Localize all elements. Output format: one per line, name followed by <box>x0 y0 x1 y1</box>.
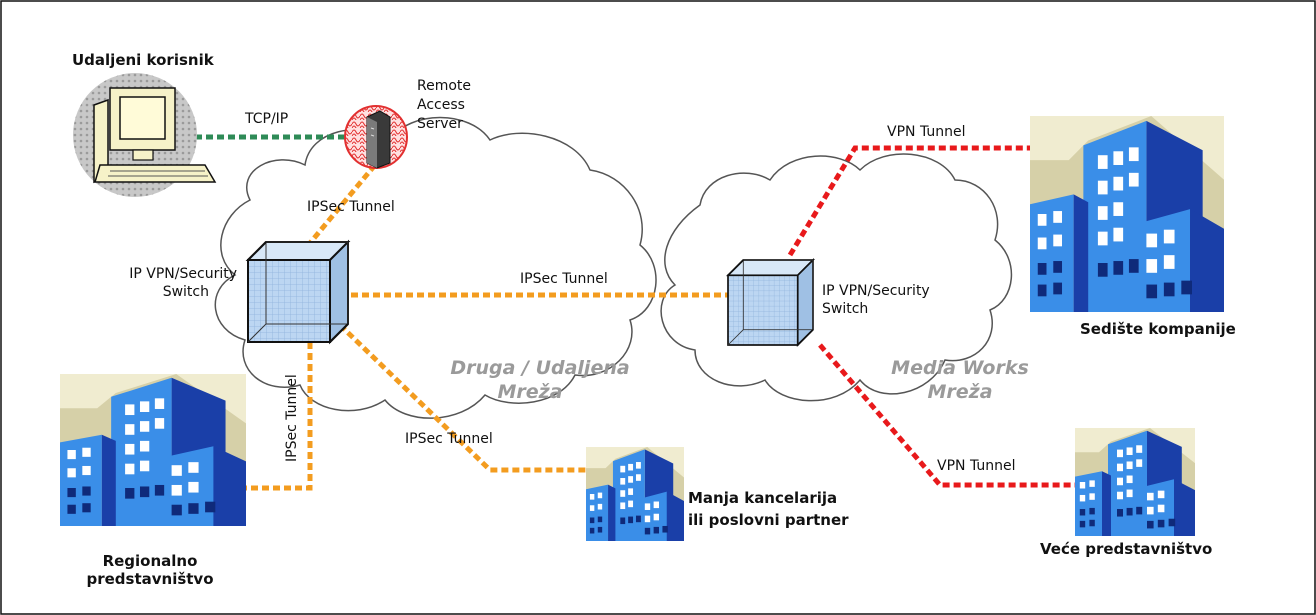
remote-network-label-line-1: Druga / Udaljena <box>450 357 630 379</box>
right-switch-label-line-1: IP VPN/Security <box>822 283 930 299</box>
remote-user-label: Udaljeni korisnik <box>72 51 214 69</box>
regional-office-building-icon <box>60 374 247 526</box>
headquarters-building-icon <box>1030 116 1224 312</box>
tcp-ip-link-label: TCP/IP <box>245 111 289 127</box>
media-works-network-label-line-1: Media Works <box>891 357 1029 379</box>
right-switch-label: IP VPN/Security Switch <box>822 282 930 318</box>
left-switch-icon <box>247 241 349 343</box>
large-office-label: Veće predstavništvo <box>1040 540 1213 558</box>
media-works-network-label-line-2: Mreža <box>927 381 993 403</box>
ipsec-server-switch-label: IPSec Tunnel <box>307 199 395 215</box>
small-office-building-icon <box>586 447 684 541</box>
regional-office-label-line-2: predstavništvo <box>86 570 214 588</box>
vpn-headquarters-label: VPN Tunnel <box>887 124 966 140</box>
right-switch-label-line-2: Switch <box>822 301 869 317</box>
remote-network-label-line-2: Mreža <box>497 381 563 403</box>
media-works-network-label: Media Works Mreža <box>860 356 1060 404</box>
remote-access-server-label-line-1: Remote <box>417 78 472 94</box>
remote-network-label: Druga / Udaljena Mreža <box>420 356 660 404</box>
small-office-label-line-2: ili poslovni partner <box>688 511 849 529</box>
left-switch-label-line-2: Switch <box>162 284 209 300</box>
ipsec-link-small-office <box>338 323 590 473</box>
small-office-label-line-1: Manja kancelarija <box>688 489 838 507</box>
small-office-label: Manja kancelarija ili poslovni partner <box>688 487 849 531</box>
ipsec-regional-label: IPSec Tunnel <box>284 374 300 462</box>
regional-office-label: Regionalno predstavništvo <box>60 552 240 588</box>
headquarters-label: Sedište kompanije <box>1080 320 1236 338</box>
remote-access-server-icon <box>344 105 408 169</box>
ipsec-between-switches-label: IPSec Tunnel <box>520 271 608 287</box>
left-switch-label: IP VPN/Security Switch <box>82 265 237 301</box>
vpn-link-headquarters <box>787 145 1033 257</box>
remote-access-server-label-line-3: Server <box>417 116 463 132</box>
remote-access-server-label-line-2: Access <box>417 97 465 113</box>
ipsec-link-server-switch <box>298 163 377 257</box>
remote-user-computer-icon <box>73 73 217 197</box>
vpn-link-large-office <box>818 343 1078 488</box>
ipsec-small-office-label: IPSec Tunnel <box>405 431 493 447</box>
ipsec-link-regional <box>245 320 313 491</box>
regional-office-label-line-1: Regionalno <box>102 552 198 570</box>
large-office-building-icon <box>1075 428 1195 536</box>
remote-access-server-label: Remote Access Server <box>417 77 471 134</box>
left-switch-label-line-1: IP VPN/Security <box>129 266 237 282</box>
right-switch-icon <box>727 259 814 346</box>
vpn-large-office-label: VPN Tunnel <box>937 458 1016 474</box>
